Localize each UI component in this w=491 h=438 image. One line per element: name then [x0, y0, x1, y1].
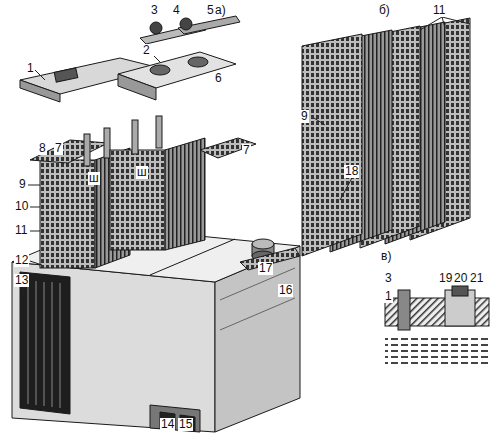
callout-number: ш — [136, 166, 148, 179]
callout-number: 11 — [14, 224, 28, 237]
callout-number: 5 — [206, 4, 215, 17]
callout-number: 9 — [300, 110, 309, 123]
callout-number: 4 — [172, 4, 181, 17]
callout-number: 11 — [432, 4, 446, 17]
callout-number: 14 — [160, 418, 175, 431]
callout-number: 19 — [438, 272, 453, 285]
callout-number: 13 — [14, 274, 29, 287]
callout-number: 3 — [384, 272, 393, 285]
callout-number: 12 — [14, 254, 29, 267]
callout-number: б) — [378, 4, 391, 17]
callout-number: в) — [380, 250, 392, 263]
callout-number: 21 — [469, 272, 484, 285]
callout-number: 7 — [54, 142, 63, 155]
callout-number: ш — [88, 172, 100, 185]
callout-number: 9 — [18, 178, 27, 191]
callout-number: 10 — [14, 200, 29, 213]
callout-number: 2 — [142, 44, 151, 57]
callout-number: 1 — [26, 62, 35, 75]
callout-number: а) — [214, 4, 227, 17]
callout-number: 1 — [384, 290, 393, 303]
callout-number: 20 — [453, 272, 468, 285]
callout-number: 15 — [178, 418, 193, 431]
callout-number: 17 — [258, 262, 273, 275]
callout-number: 18 — [344, 165, 359, 178]
callout-number: 3 — [150, 4, 159, 17]
callout-number: 7 — [242, 144, 251, 157]
callout-number: 6 — [214, 72, 223, 85]
callout-number: 8 — [38, 142, 47, 155]
callout-number: 16 — [278, 284, 293, 297]
